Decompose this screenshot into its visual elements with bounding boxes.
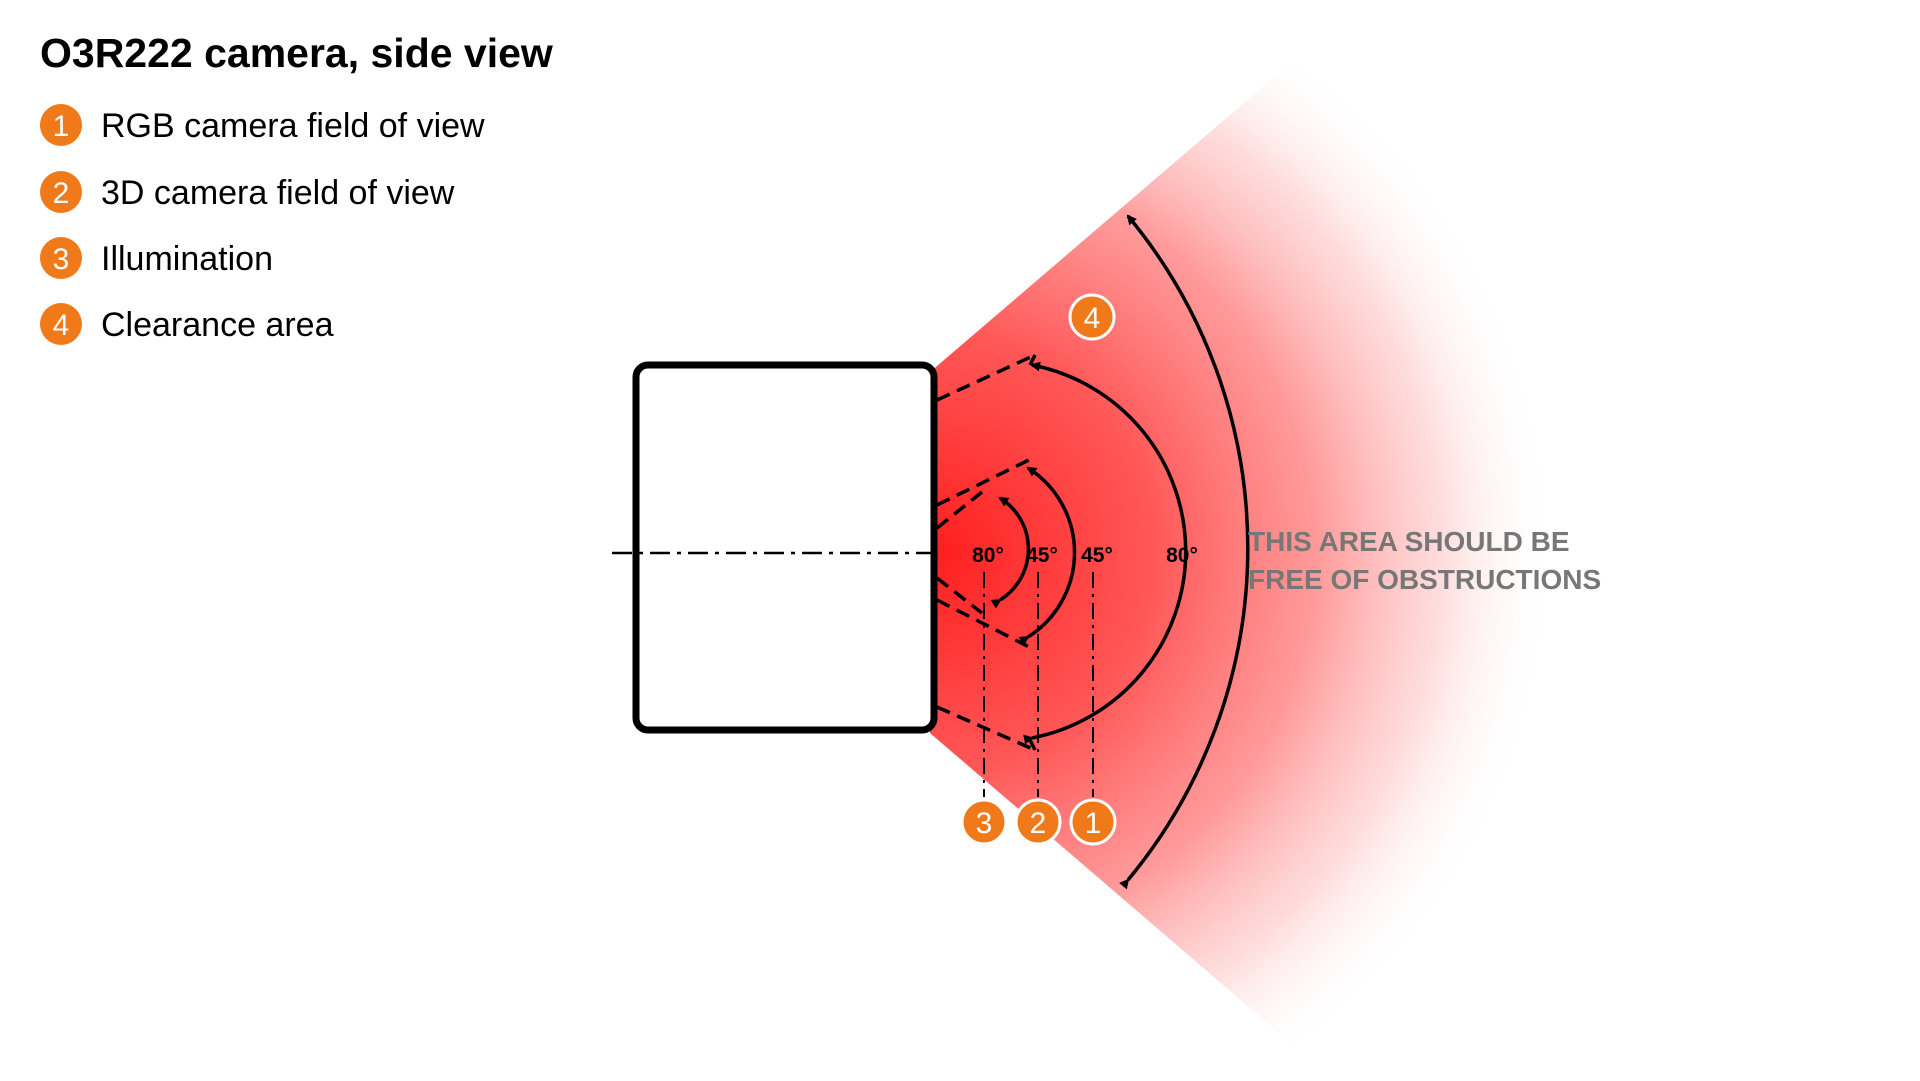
svg-text:1: 1 bbox=[1085, 807, 1102, 840]
marker-badge-3 bbox=[40, 237, 82, 279]
3d-fov-angle-label: 45° bbox=[1026, 544, 1058, 567]
diagram-title: O3R222 camera, side view bbox=[40, 30, 553, 76]
illumination-angle-label: 80° bbox=[972, 544, 1004, 567]
note-line-1: THIS AREA SHOULD BE bbox=[1248, 526, 1570, 557]
marker-clearance: 4 bbox=[1068, 293, 1116, 341]
3d-fov-angle-arc bbox=[1018, 466, 1077, 646]
marker-badge-1 bbox=[40, 104, 82, 146]
rgb-fov-angle-arc bbox=[1023, 361, 1188, 745]
legend-item-clearance: 4 Clearance area bbox=[40, 303, 334, 345]
rgb-fov-upper-line bbox=[936, 353, 1036, 402]
clearance-angle-arc bbox=[1119, 214, 1250, 890]
note-line-2: FREE OF OBSTRUCTIONS bbox=[1248, 564, 1601, 595]
obstruction-note: THIS AREA SHOULD BE FREE OF OBSTRUCTIONS bbox=[1248, 526, 1601, 595]
svg-text:2: 2 bbox=[53, 177, 70, 210]
legend-item-rgb: 1 RGB camera field of view bbox=[40, 104, 485, 146]
svg-text:4: 4 bbox=[1084, 302, 1101, 335]
marker-badge-2 bbox=[40, 171, 82, 213]
camera-body bbox=[632, 361, 938, 734]
illumination-upper-line bbox=[935, 490, 984, 530]
legend-label: Illumination bbox=[101, 240, 273, 278]
marker-badge-4 bbox=[1068, 293, 1116, 341]
clearance-angle-label: 80° bbox=[1166, 544, 1198, 567]
svg-text:1: 1 bbox=[53, 110, 70, 143]
marker-badge-4 bbox=[40, 303, 82, 345]
svg-text:4: 4 bbox=[53, 309, 70, 342]
legend-label: Clearance area bbox=[101, 306, 334, 344]
legend-item-illumination: 3 Illumination bbox=[40, 237, 273, 279]
legend: 1 RGB camera field of view 2 3D camera f… bbox=[40, 104, 485, 345]
svg-text:3: 3 bbox=[976, 807, 993, 840]
legend-label: RGB camera field of view bbox=[101, 107, 485, 145]
rgb-fov-angle-label: 45° bbox=[1081, 544, 1113, 567]
legend-label: 3D camera field of view bbox=[101, 174, 455, 212]
rgb-fov-lower-line bbox=[936, 705, 1036, 752]
marker-3d-fov: 2 bbox=[1014, 798, 1062, 846]
marker-badge-2 bbox=[1014, 798, 1062, 846]
marker-badge-3 bbox=[960, 798, 1008, 846]
svg-text:2: 2 bbox=[1030, 807, 1047, 840]
illumination-lower-line bbox=[935, 576, 984, 615]
svg-text:3: 3 bbox=[53, 243, 70, 276]
marker-illumination: 3 bbox=[960, 798, 1008, 846]
legend-item-3d: 2 3D camera field of view bbox=[40, 171, 455, 213]
marker-rgb-fov: 1 bbox=[1069, 798, 1117, 846]
3d-fov-upper-line bbox=[936, 455, 1036, 507]
marker-badge-1 bbox=[1069, 798, 1117, 846]
